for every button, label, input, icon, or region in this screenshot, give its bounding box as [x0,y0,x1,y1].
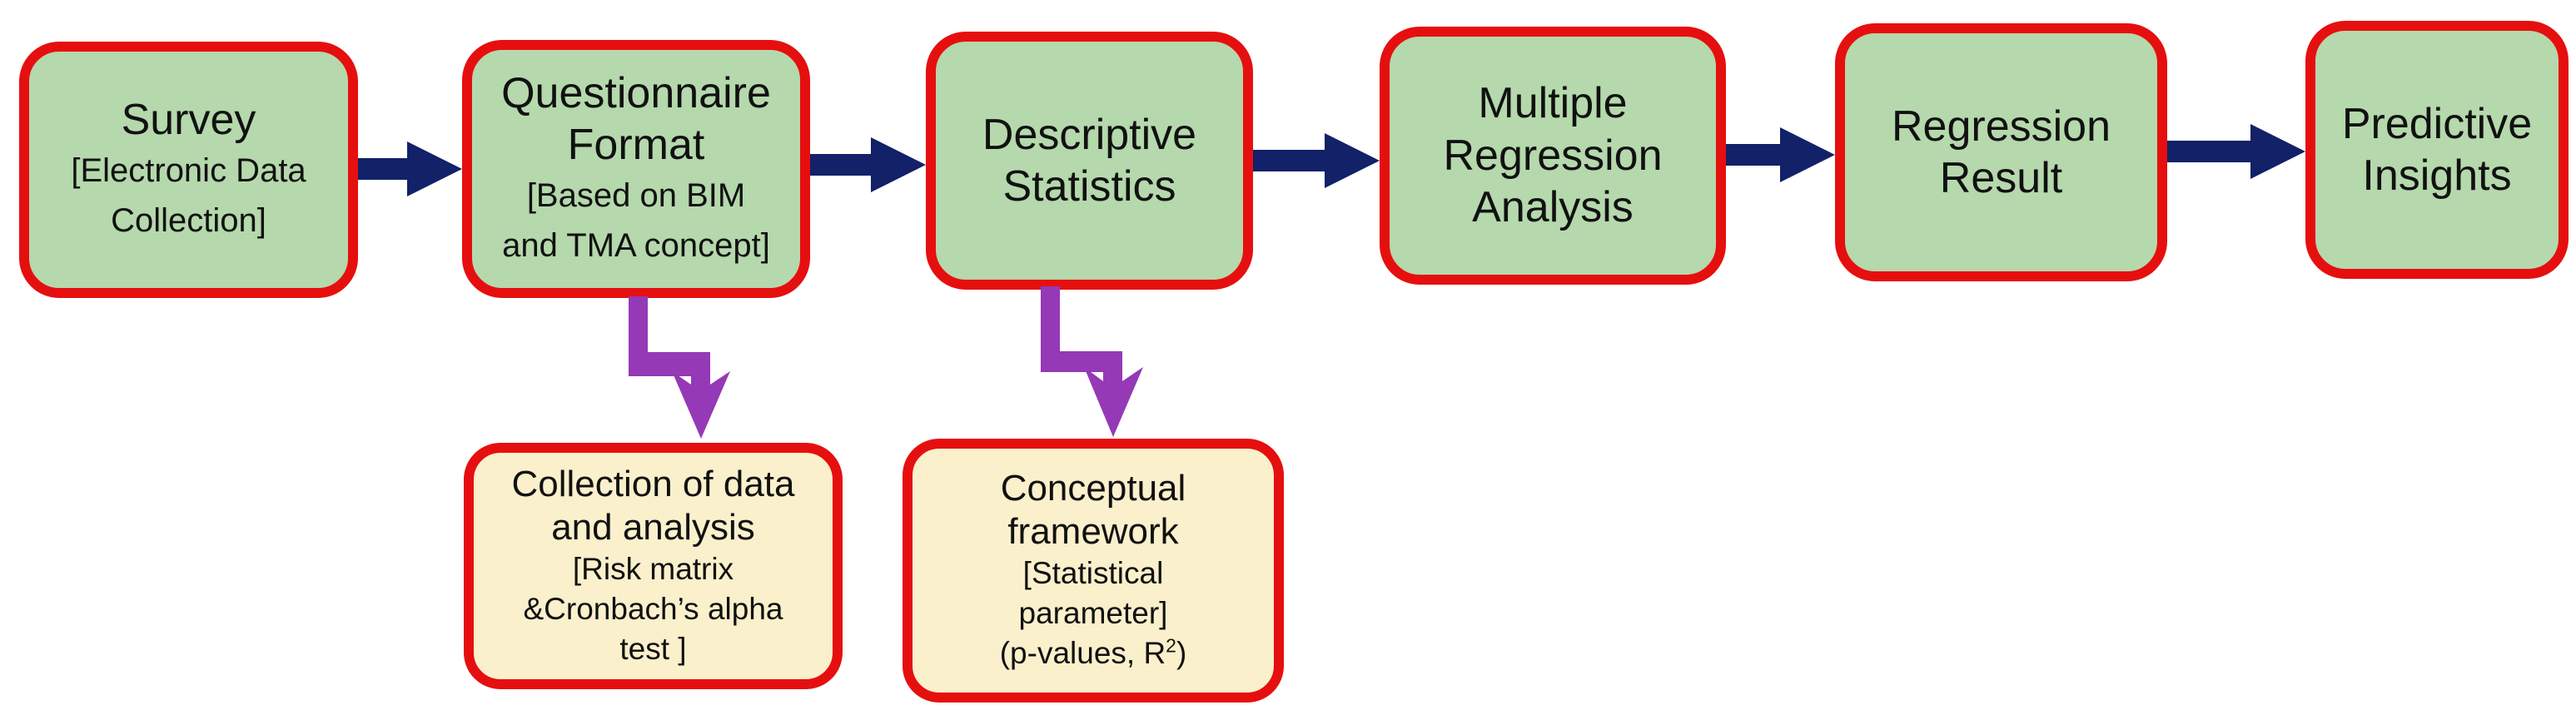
node-detail: [Electronic Data Collection] [71,152,306,240]
flow-node-conceptual-framework: Conceptual framework [Statistical parame… [903,439,1284,703]
node-detail: [Risk matrix &Cronbach’s alpha test ] [523,551,783,666]
flow-node-descriptive-statistics: Descriptive Statistics [926,32,1253,290]
node-title: Collection of data and analysis [511,463,795,548]
flow-node-questionnaire-format: Questionnaire Format [Based on BIM and T… [462,40,810,298]
node-title: Conceptual framework [1000,468,1186,553]
node-detail: [Statistical parameter] [1018,556,1168,631]
node-title: Regression Result [1891,102,2111,202]
flow-arrow-survey-to-questionnaire-icon [358,142,462,196]
node-note: (p-values, R2) [999,635,1187,671]
flow-arrow-regression-to-result-icon [1726,127,1835,182]
flow-node-survey: Survey [Electronic Data Collection] [19,42,358,298]
node-detail: [Based on BIM and TMA concept] [502,177,770,265]
superscript-2: 2 [1166,635,1176,658]
node-title: Multiple Regression Analysis [1443,79,1663,232]
node-title: Survey [121,95,256,144]
flow-arrow-descriptive-to-framework-icon [1041,286,1143,437]
flow-node-multiple-regression-analysis: Multiple Regression Analysis [1380,27,1726,285]
node-title: Descriptive Statistics [982,110,1197,211]
flow-node-predictive-insights: Predictive Insights [2305,21,2569,279]
flow-arrow-questionnaire-to-collection-icon [629,296,730,439]
flow-node-collection-of-data: Collection of data and analysis [Risk ma… [464,443,843,689]
flow-arrow-questionnaire-to-descriptive-icon [810,137,926,192]
node-title: Questionnaire Format [501,68,771,169]
flow-arrow-descriptive-to-regression-icon [1253,133,1380,188]
flow-arrow-result-to-insights-icon [2167,124,2305,179]
node-title: Predictive Insights [2341,99,2533,200]
flow-node-regression-result: Regression Result [1835,23,2167,281]
